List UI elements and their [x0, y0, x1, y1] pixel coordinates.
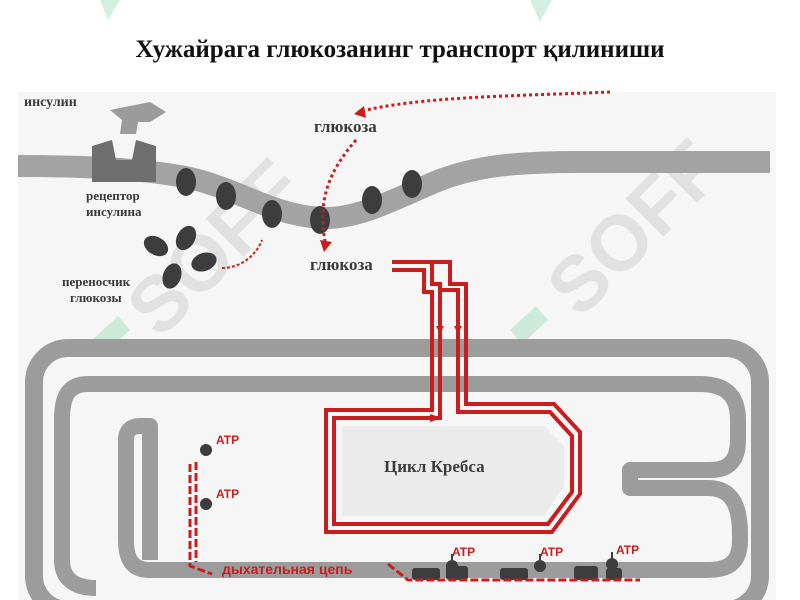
label-atp: ATP: [616, 543, 639, 557]
membrane-proteins: [176, 168, 422, 234]
glucose-dotted-arrow-membrane: [321, 139, 358, 247]
mitochondrion-outer: [25, 339, 769, 600]
label-insulin: инсулин: [24, 95, 77, 110]
label-glucose-inside: глюкоза: [310, 255, 373, 274]
mitochondrion-inner-membrane: [88, 376, 748, 578]
label-receptor-line2: инсулина: [86, 204, 142, 219]
insulin-molecule: [110, 102, 166, 134]
label-glucose-outside: глюкоза: [314, 117, 377, 136]
respiratory-chain-proteins: [200, 444, 622, 580]
glucose-carrier-cluster: [143, 225, 217, 289]
label-carrier-line2: глюкозы: [70, 290, 122, 305]
label-receptor-line1: рецептор: [86, 188, 140, 203]
carrier-arrow: [221, 239, 263, 269]
insulin-receptor: [92, 140, 156, 182]
label-atp: ATP: [216, 433, 239, 447]
label-krebs-cycle: Цикл Кребса: [384, 457, 485, 476]
krebs-cycle-box: [342, 426, 564, 516]
glucose-route-arrows: [324, 260, 582, 534]
page-title: Хужайрага глюкозанинг транспорт қилиниши: [135, 36, 665, 63]
label-carrier-line1: переносчик: [62, 274, 131, 289]
respiratory-chain-arrows: [188, 462, 640, 582]
krebs-arrowhead: [430, 414, 442, 422]
label-atp: ATP: [216, 487, 239, 501]
mitochondrion-inner-left: [54, 376, 97, 596]
label-atp: ATP: [540, 545, 563, 559]
route-arrowhead-1: [436, 326, 444, 334]
label-atp: ATP: [452, 545, 475, 559]
atp-stems: [451, 552, 613, 560]
label-respiratory-chain: дыхательная цепь: [222, 561, 353, 577]
route-arrowhead-2: [454, 326, 462, 334]
